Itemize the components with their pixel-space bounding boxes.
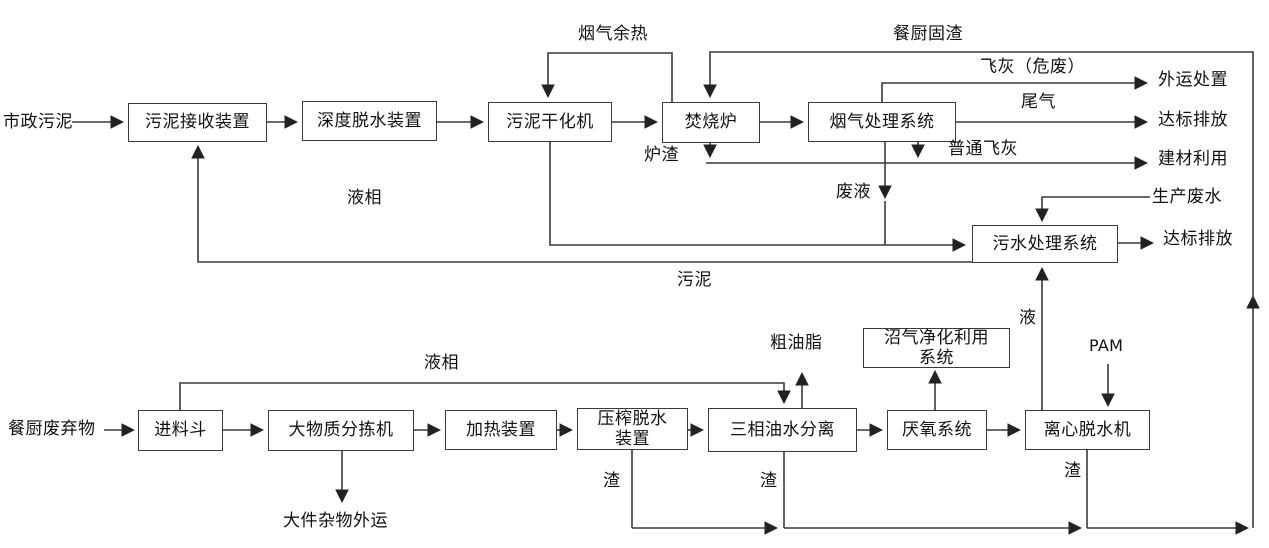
label-bulky-waste-removal: 大件杂物外运 bbox=[283, 511, 388, 531]
node-incinerator: 焚烧炉 bbox=[662, 102, 760, 143]
node-large-object-sorter: 大物质分拣机 bbox=[268, 410, 414, 451]
node-heating-unit: 加热装置 bbox=[445, 410, 557, 450]
edge-slag-riser-top bbox=[703, 51, 1254, 299]
label-kitchen-waste: 餐厨废弃物 bbox=[8, 419, 96, 439]
label-slag-3: 渣 bbox=[1064, 461, 1082, 481]
label-flue-gas-heat: 烟气余热 bbox=[578, 24, 648, 44]
label-discharge-standard-1: 达标排放 bbox=[1158, 110, 1228, 130]
label-ordinary-fly-ash: 普通飞灰 bbox=[948, 139, 1018, 159]
node-anaerobic-system: 厌氧系统 bbox=[887, 410, 987, 450]
edge-flue-gas-heat bbox=[541, 52, 673, 102]
label-furnace-slag: 炉渣 bbox=[644, 145, 679, 165]
edge-liquid-phase-top bbox=[549, 142, 967, 252]
edge-fly-ash-hazardous bbox=[881, 76, 1149, 103]
label-discharge-standard-2: 达标排放 bbox=[1163, 229, 1233, 249]
label-crude-grease: 粗油脂 bbox=[770, 333, 823, 353]
label-kitchen-solid-residue: 餐厨固渣 bbox=[893, 24, 963, 44]
node-feed-hopper: 进料斗 bbox=[138, 410, 223, 451]
label-sludge-return: 污泥 bbox=[677, 270, 712, 290]
edge-liquid-phase-bottom bbox=[179, 382, 791, 410]
node-wastewater-treatment: 污水处理系统 bbox=[972, 225, 1118, 263]
label-municipal-sludge: 市政污泥 bbox=[3, 112, 73, 132]
label-tail-gas: 尾气 bbox=[1021, 92, 1056, 112]
node-deep-dewatering: 深度脱水装置 bbox=[302, 101, 437, 141]
label-waste-liquid: 废液 bbox=[836, 182, 871, 202]
label-slag-1: 渣 bbox=[603, 471, 621, 491]
label-building-material: 建材利用 bbox=[1158, 149, 1228, 169]
node-three-phase-separator: 三相油水分离 bbox=[708, 408, 857, 452]
label-liquid-phase-bottom: 液相 bbox=[424, 353, 459, 373]
node-biogas-purification: 沼气净化利用系统 bbox=[863, 328, 1010, 368]
label-liquid-phase-top: 液相 bbox=[347, 188, 382, 208]
label-slag-2: 渣 bbox=[760, 471, 778, 491]
node-sludge-receiving: 污泥接收装置 bbox=[128, 103, 267, 142]
label-pam: PAM bbox=[1089, 336, 1124, 355]
label-fly-ash-hazardous: 飞灰（危废） bbox=[980, 57, 1085, 77]
node-sludge-dryer: 污泥干化机 bbox=[488, 102, 612, 142]
label-offsite-disposal: 外运处置 bbox=[1158, 70, 1228, 90]
label-liquid: 液 bbox=[1019, 308, 1037, 328]
edge-production-wastewater bbox=[1035, 196, 1150, 223]
edge-sludge-return bbox=[191, 144, 972, 263]
node-centrifugal-dewatering: 离心脱水机 bbox=[1025, 410, 1150, 450]
node-press-dewatering: 压榨脱水装置 bbox=[577, 408, 688, 450]
node-flue-gas-treatment: 烟气处理系统 bbox=[808, 102, 956, 142]
label-production-wastewater: 生产废水 bbox=[1152, 187, 1222, 207]
